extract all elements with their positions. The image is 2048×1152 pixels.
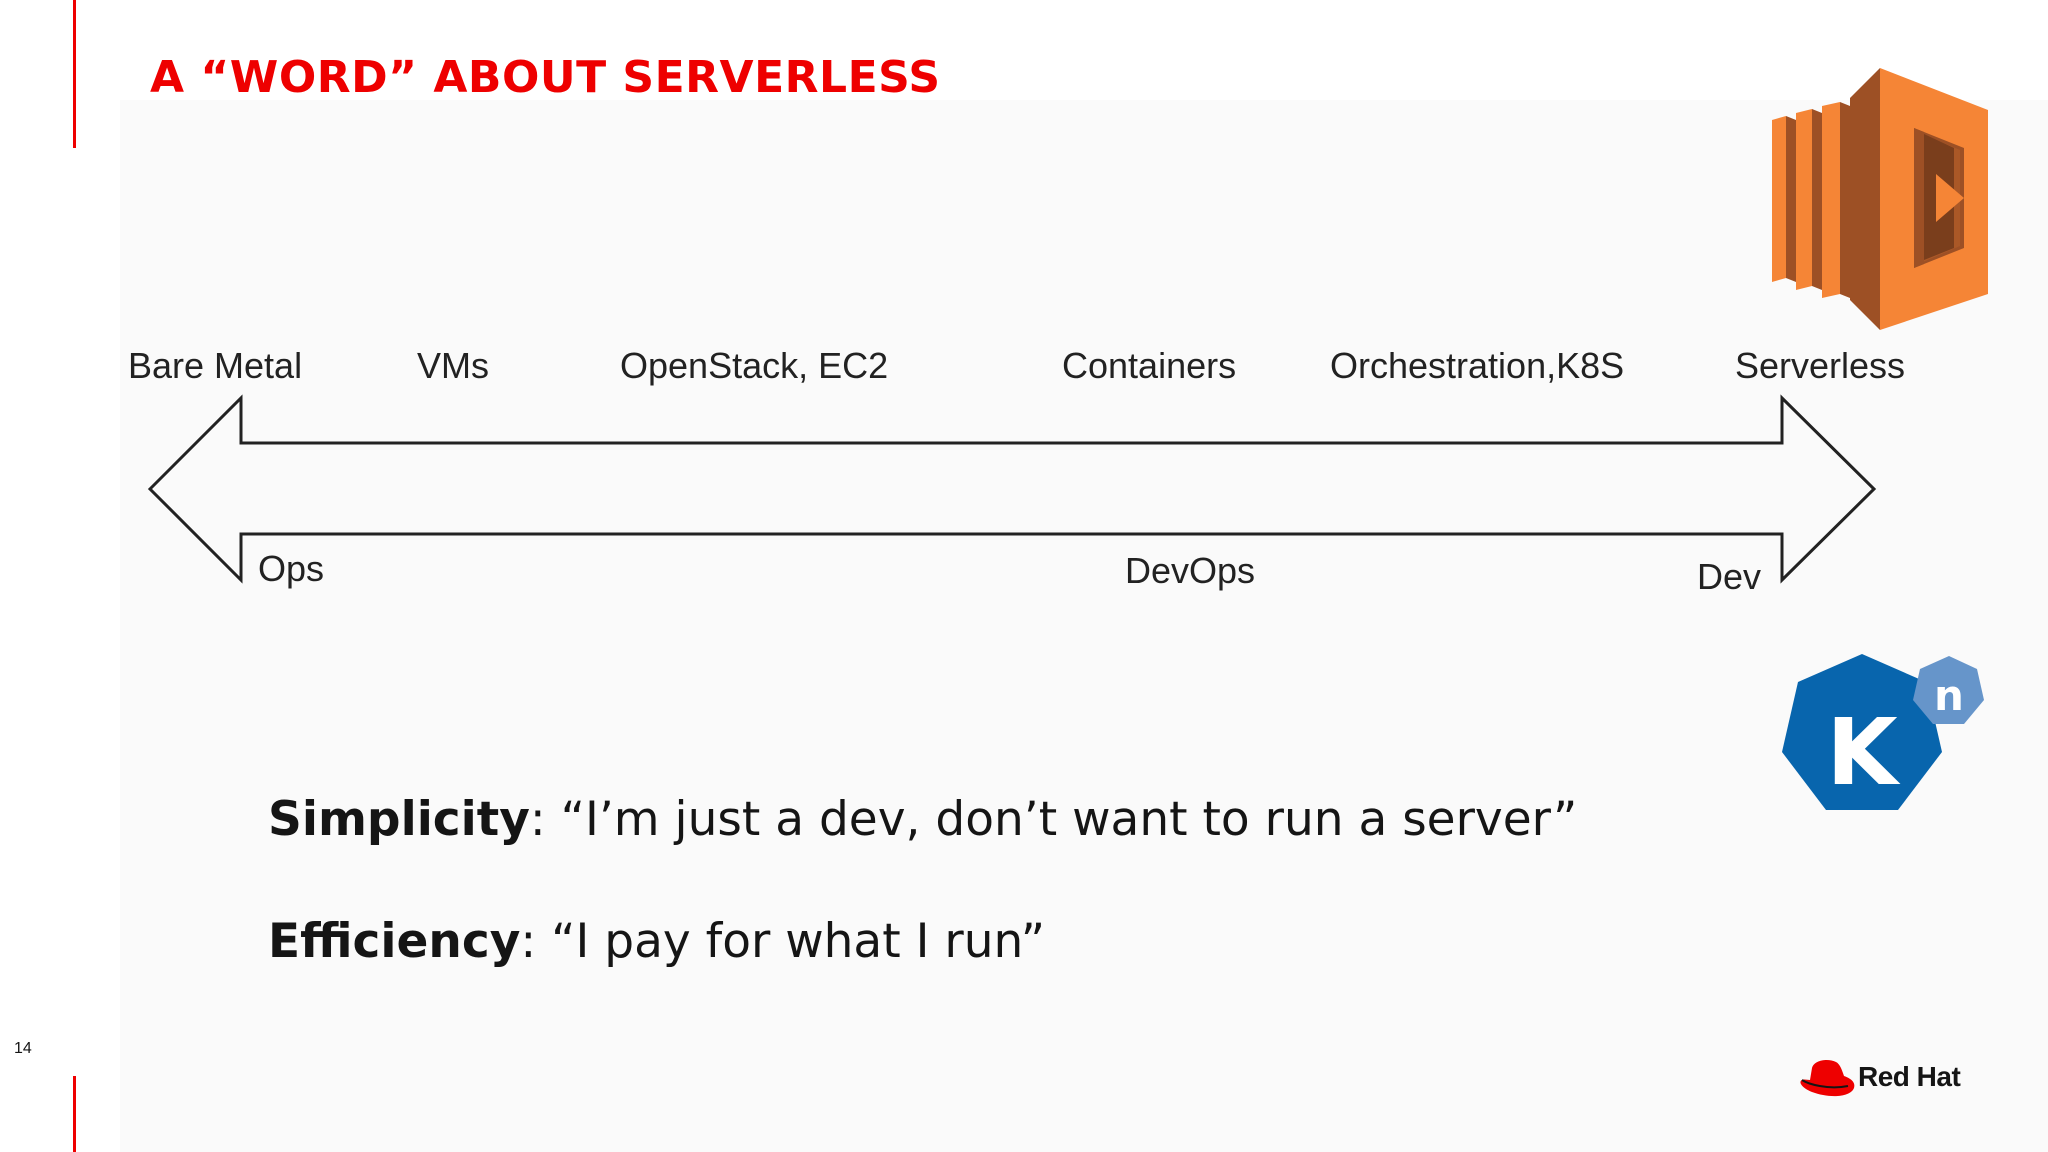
redhat-hat-icon xyxy=(1800,1060,1855,1097)
spectrum-label-dev: Dev xyxy=(1697,556,1762,597)
accent-line-top xyxy=(73,0,76,148)
knative-letter: K xyxy=(1826,699,1901,806)
statement-efficiency: Efficiency: “I pay for what I run” xyxy=(268,914,1045,969)
knative-superscript: n xyxy=(1934,671,1964,720)
content-image xyxy=(120,100,2048,1152)
spectrum-label-orchestration: Orchestration,K8S xyxy=(1330,345,1625,386)
spectrum-label-ops: Ops xyxy=(258,548,325,589)
spectrum-label-containers: Containers xyxy=(1062,345,1237,386)
spectrum-label-serverless: Serverless xyxy=(1735,345,1906,386)
spectrum-label-vms: VMs xyxy=(417,345,489,386)
spectrum-label-devops: DevOps xyxy=(1125,550,1256,591)
statement-simplicity: Simplicity: “I’m just a dev, don’t want … xyxy=(268,792,1577,847)
page-number: 14 xyxy=(14,1040,32,1057)
slide-title: A “WORD” ABOUT SERVERLESS xyxy=(150,52,941,103)
spectrum-label-openstack: OpenStack, EC2 xyxy=(620,345,889,386)
spectrum-label-bare-metal: Bare Metal xyxy=(128,345,303,386)
statement-term: Simplicity xyxy=(268,792,530,847)
statement-term: Efficiency xyxy=(268,914,521,969)
redhat-wordmark: Red Hat xyxy=(1858,1061,1961,1092)
knative-icon: K n xyxy=(1782,654,1984,810)
statement-quote: : “I’m just a dev, don’t want to run a s… xyxy=(529,792,1578,847)
aws-lambda-icon xyxy=(1772,68,1988,330)
double-arrow-shape xyxy=(147,394,1877,584)
statement-quote: : “I pay for what I run” xyxy=(520,914,1046,969)
accent-line-bottom xyxy=(73,1076,76,1152)
